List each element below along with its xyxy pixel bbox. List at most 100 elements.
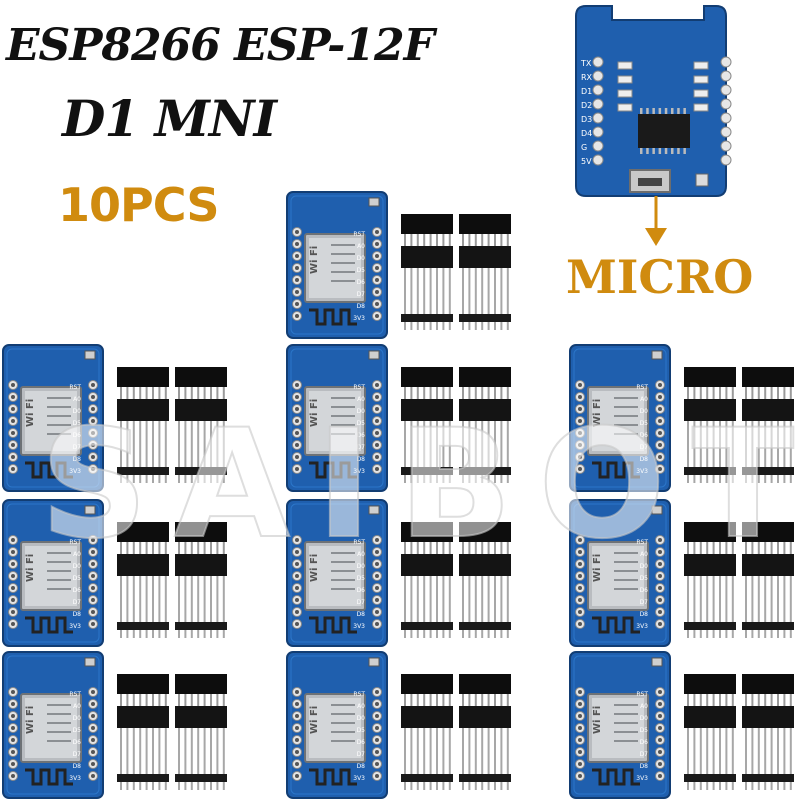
pin-headers xyxy=(401,367,511,483)
svg-text:D8: D8 xyxy=(73,456,82,463)
svg-text:D0: D0 xyxy=(73,408,82,415)
svg-text:RST: RST xyxy=(636,691,648,698)
svg-text:D3: D3 xyxy=(581,115,592,124)
svg-text:D5: D5 xyxy=(640,727,649,734)
svg-text:D0: D0 xyxy=(640,408,649,415)
svg-text:D5: D5 xyxy=(640,420,649,427)
svg-text:RST: RST xyxy=(734,59,750,68)
svg-text:D7: D7 xyxy=(734,129,745,138)
svg-text:TX: TX xyxy=(580,59,592,68)
svg-text:D6: D6 xyxy=(640,432,649,439)
quantity-label: 10PCS xyxy=(58,178,219,232)
svg-text:D7: D7 xyxy=(357,291,366,298)
svg-text:D8: D8 xyxy=(73,611,82,618)
svg-text:D1: D1 xyxy=(581,87,592,96)
svg-text:Wi Fi: Wi Fi xyxy=(309,399,320,427)
title-line-2: D1 MNI xyxy=(62,89,277,148)
pin-headers xyxy=(684,367,794,483)
svg-text:D7: D7 xyxy=(640,751,649,758)
svg-text:Wi Fi: Wi Fi xyxy=(592,706,603,734)
svg-text:D6: D6 xyxy=(640,739,649,746)
svg-text:RST: RST xyxy=(69,384,81,391)
svg-text:D8: D8 xyxy=(640,456,649,463)
pin-headers xyxy=(117,522,227,638)
svg-text:3V3: 3V3 xyxy=(69,468,81,475)
svg-text:3V3: 3V3 xyxy=(353,775,365,782)
svg-text:RST: RST xyxy=(69,691,81,698)
svg-text:D8: D8 xyxy=(734,143,745,152)
svg-text:D5: D5 xyxy=(357,420,366,427)
svg-text:A0: A0 xyxy=(640,703,648,710)
title-line-1: ESP8266 ESP-12F xyxy=(6,20,435,71)
svg-text:D5: D5 xyxy=(357,267,366,274)
svg-text:Wi Fi: Wi Fi xyxy=(25,554,36,582)
svg-text:RST: RST xyxy=(353,384,365,391)
svg-text:D4: D4 xyxy=(581,129,592,138)
svg-text:D8: D8 xyxy=(357,303,366,310)
svg-text:3V3: 3V3 xyxy=(636,623,648,630)
svg-text:Wi Fi: Wi Fi xyxy=(309,246,320,274)
svg-text:D5: D5 xyxy=(734,101,745,110)
svg-text:A0: A0 xyxy=(73,551,81,558)
svg-text:G: G xyxy=(581,143,587,152)
svg-text:Wi Fi: Wi Fi xyxy=(592,399,603,427)
svg-text:RST: RST xyxy=(636,384,648,391)
svg-text:D0: D0 xyxy=(357,563,366,570)
svg-text:3V3: 3V3 xyxy=(353,623,365,630)
pin-headers xyxy=(401,522,511,638)
svg-text:D6: D6 xyxy=(73,739,82,746)
svg-text:D6: D6 xyxy=(640,587,649,594)
svg-text:Wi Fi: Wi Fi xyxy=(309,554,320,582)
micro-usb-callout: MICRO xyxy=(566,250,754,304)
svg-text:D7: D7 xyxy=(640,444,649,451)
svg-text:3V3: 3V3 xyxy=(636,775,648,782)
svg-text:D5: D5 xyxy=(640,575,649,582)
svg-text:D5: D5 xyxy=(357,727,366,734)
svg-text:D0: D0 xyxy=(73,563,82,570)
svg-text:Wi Fi: Wi Fi xyxy=(592,554,603,582)
svg-text:RST: RST xyxy=(353,539,365,546)
svg-text:D8: D8 xyxy=(73,763,82,770)
svg-text:A0: A0 xyxy=(640,551,648,558)
svg-text:D7: D7 xyxy=(357,444,366,451)
svg-text:3V3: 3V3 xyxy=(353,315,365,322)
svg-text:D2: D2 xyxy=(581,101,592,110)
pin-headers xyxy=(684,674,794,790)
svg-text:D0: D0 xyxy=(73,715,82,722)
svg-text:D5: D5 xyxy=(357,575,366,582)
svg-text:D7: D7 xyxy=(357,599,366,606)
svg-text:D6: D6 xyxy=(357,739,366,746)
svg-text:Wi Fi: Wi Fi xyxy=(25,706,36,734)
svg-text:D6: D6 xyxy=(357,587,366,594)
pin-headers xyxy=(401,214,511,330)
svg-text:D6: D6 xyxy=(357,432,366,439)
svg-text:D5: D5 xyxy=(73,420,82,427)
svg-text:RX: RX xyxy=(581,73,593,82)
svg-text:A0: A0 xyxy=(640,396,648,403)
svg-text:3V3: 3V3 xyxy=(636,468,648,475)
svg-text:D6: D6 xyxy=(73,587,82,594)
svg-text:A0: A0 xyxy=(357,703,365,710)
arrow-head-icon xyxy=(645,228,667,246)
svg-text:A0: A0 xyxy=(357,396,365,403)
svg-text:3V3: 3V3 xyxy=(734,157,750,166)
svg-text:D0: D0 xyxy=(357,255,366,262)
svg-text:D6: D6 xyxy=(734,115,745,124)
svg-text:D8: D8 xyxy=(357,763,366,770)
svg-text:A0: A0 xyxy=(734,73,745,82)
svg-text:3V3: 3V3 xyxy=(69,775,81,782)
svg-text:D0: D0 xyxy=(734,87,745,96)
svg-text:D7: D7 xyxy=(357,751,366,758)
pin-headers xyxy=(684,522,794,638)
svg-text:A0: A0 xyxy=(73,396,81,403)
pin-headers xyxy=(117,367,227,483)
svg-text:D0: D0 xyxy=(640,715,649,722)
svg-text:RST: RST xyxy=(353,231,365,238)
